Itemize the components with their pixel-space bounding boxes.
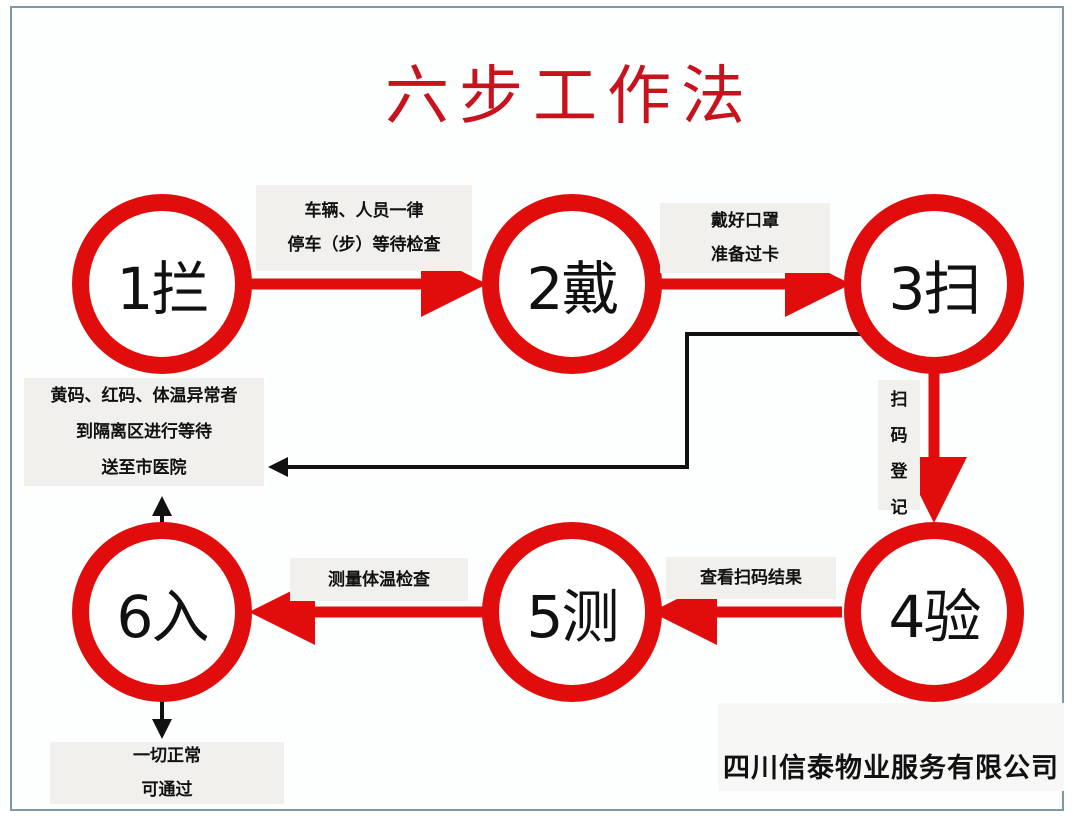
note-char: 记 <box>890 498 908 518</box>
note-step4-to-5: 查看扫码结果 <box>666 557 836 599</box>
step-2-circle: 2戴 <box>482 194 662 374</box>
step-5-circle: 5测 <box>482 522 662 702</box>
step-3-label: 3扫 <box>888 255 982 323</box>
arrow-3-to-abnormal <box>268 332 866 477</box>
note-step3-to-4: 扫 码 登 记 <box>878 380 920 518</box>
note-line: 黄码、红码、体温异常者 <box>50 386 238 406</box>
normal-outcome-note: 一切正常 可通过 <box>50 742 284 804</box>
step-4-label: 4验 <box>888 583 982 651</box>
note-line: 查看扫码结果 <box>700 568 802 588</box>
note-line: 送至市医院 <box>101 458 187 478</box>
step-1-circle: 1拦 <box>72 194 252 374</box>
step-6-circle: 6入 <box>72 522 252 702</box>
step-3-circle: 3扫 <box>844 194 1024 374</box>
note-line: 准备过卡 <box>711 245 779 265</box>
note-line: 戴好口罩 <box>711 211 779 231</box>
diagram-title: 六步工作法 <box>385 60 755 134</box>
note-line: 车辆、人员一律 <box>304 201 424 221</box>
company-name: 四川信泰物业服务有限公司 <box>718 703 1064 791</box>
note-line: 到隔离区进行等待 <box>76 422 212 442</box>
step-2-label: 2戴 <box>526 255 620 323</box>
note-char: 扫 <box>890 390 908 410</box>
step-5-label: 5测 <box>526 583 620 651</box>
step-6-label: 6入 <box>116 583 210 651</box>
step-4-circle: 4验 <box>844 522 1024 702</box>
note-char: 登 <box>890 462 908 482</box>
note-line: 可通过 <box>141 780 193 800</box>
note-step1-to-2: 车辆、人员一律 停车（步）等待检查 <box>256 185 472 271</box>
note-char: 码 <box>890 426 908 446</box>
note-line: 停车（步）等待检查 <box>287 235 441 255</box>
abnormal-outcome-note: 黄码、红码、体温异常者 到隔离区进行等待 送至市医院 <box>24 378 264 486</box>
note-line: 一切正常 <box>133 746 201 766</box>
step-1-label: 1拦 <box>116 255 210 323</box>
note-step2-to-3: 戴好口罩 准备过卡 <box>660 203 830 273</box>
note-step5-to-6: 测量体温检查 <box>290 558 468 601</box>
note-line: 测量体温检查 <box>328 569 430 590</box>
